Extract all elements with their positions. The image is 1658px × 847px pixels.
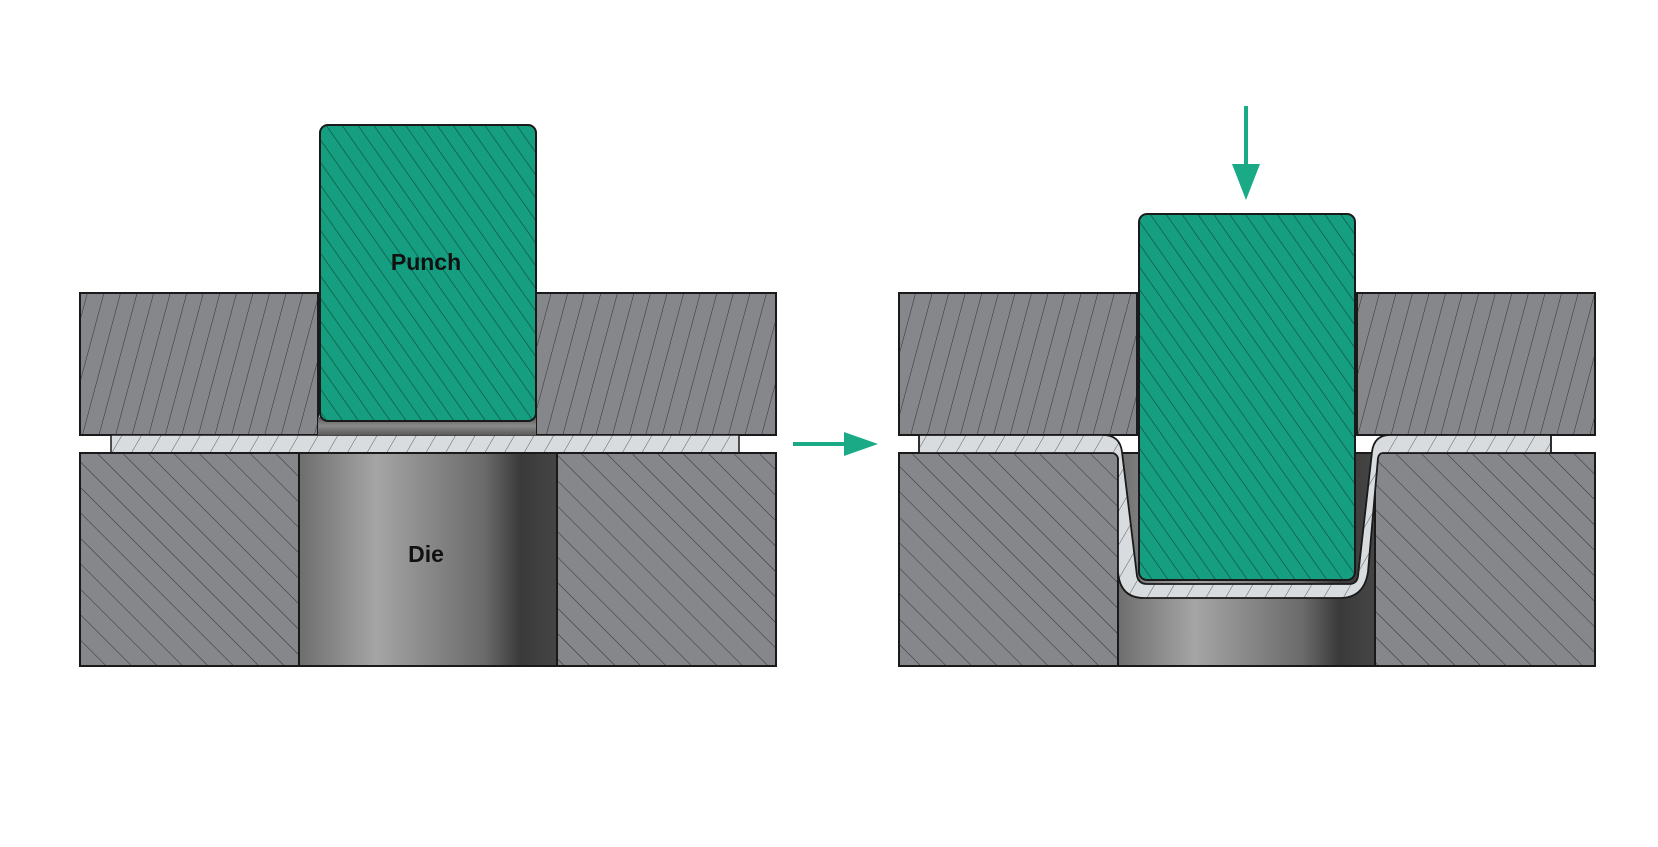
right-arrow-icon [793, 432, 878, 456]
blank-holder-right [1356, 292, 1596, 436]
down-arrow-icon [1232, 106, 1260, 200]
die-block-left [79, 452, 300, 667]
blank-holder-left [898, 292, 1138, 436]
formed-sheet [918, 434, 1552, 599]
punch-label: Punch [391, 249, 461, 275]
die-block-right [556, 452, 777, 667]
die-block-left [898, 452, 1119, 667]
die-block-right [1374, 452, 1596, 667]
punch [1138, 213, 1356, 581]
sheet-blank [110, 434, 740, 454]
blank-holder-right [535, 292, 777, 436]
blank-holder-left [79, 292, 319, 436]
punch [319, 124, 537, 422]
die-cavity [298, 452, 558, 667]
stage-after [898, 106, 1596, 667]
stage-before: Punch Die [79, 124, 777, 667]
die-label: Die [408, 541, 444, 567]
